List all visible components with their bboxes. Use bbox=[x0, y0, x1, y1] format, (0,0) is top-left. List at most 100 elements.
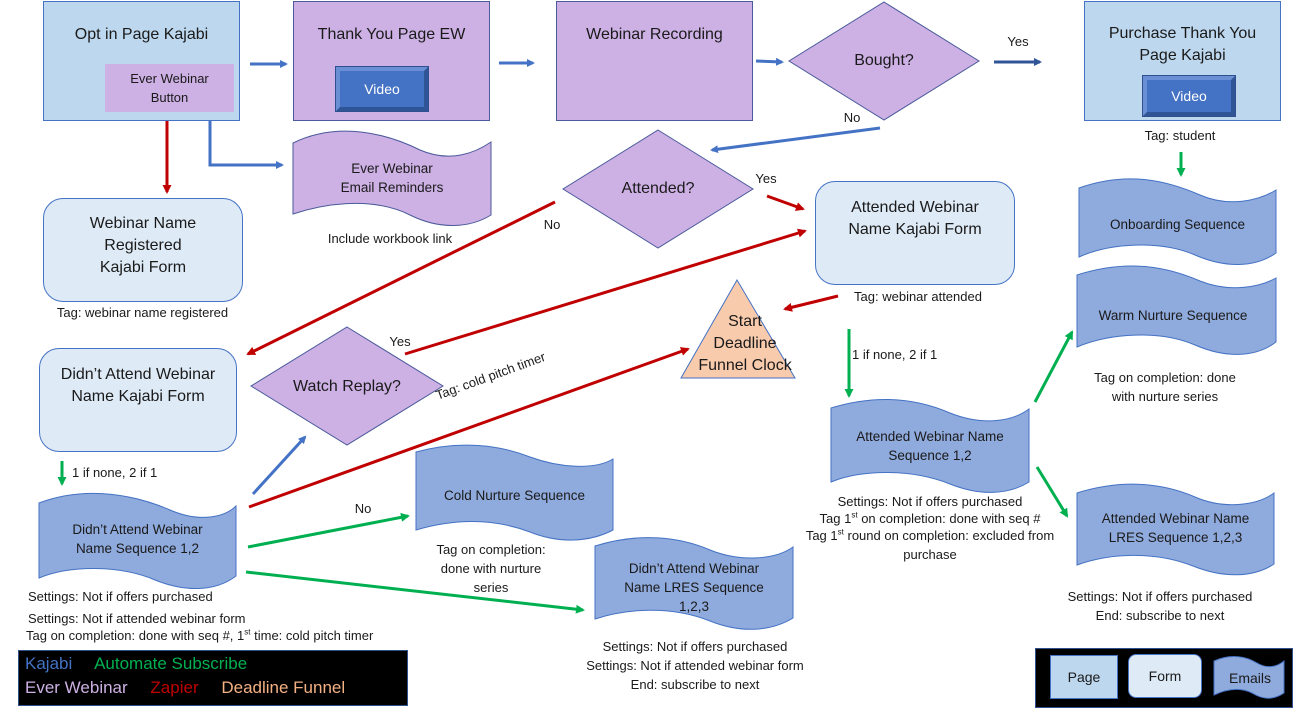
legend-form-shape: Form bbox=[1128, 654, 1202, 698]
deadline-clock-title: Start Deadline Funnel Clock bbox=[698, 313, 792, 374]
didnt-attend-lres-notes: Settings: Not if offers purchased Settin… bbox=[586, 639, 804, 692]
warm-nurture-sequence-shape bbox=[1076, 265, 1277, 355]
attended-tag-2-cont: purchase bbox=[903, 547, 957, 562]
watch-replay-label: Watch Replay? bbox=[293, 378, 401, 395]
attended-label: Attended? bbox=[621, 180, 695, 197]
purchase-thank-you-node[interactable]: Purchase Thank You Page Kajabi Video bbox=[1084, 1, 1281, 121]
attended-settings: Settings: Not if offers purchased bbox=[837, 494, 1023, 509]
legend-row-2: Ever Webinar Zapier Deadline Funnel bbox=[25, 676, 401, 700]
bought-label: Bought? bbox=[854, 52, 914, 69]
bought-yes-label: Yes bbox=[1007, 34, 1029, 49]
didnt-attend-form-node[interactable]: Didn’t Attend Webinar Name Kajabi Form bbox=[39, 348, 237, 452]
didnt-attend-completion-tag: Tag on completion: done with seq #, 1st … bbox=[26, 626, 436, 645]
opt-in-page-node[interactable]: Opt in Page Kajabi Ever Webinar Button bbox=[43, 1, 240, 121]
legend-emails-label: Emails bbox=[1228, 670, 1271, 686]
opt-in-page-title: Opt in Page Kajabi bbox=[74, 26, 209, 43]
replay-no-label: No bbox=[354, 501, 372, 516]
purchase-thank-you-title: Purchase Thank You Page Kajabi bbox=[1108, 25, 1257, 64]
edge-replay-no bbox=[247, 512, 410, 549]
didnt-attend-settings-1: Settings: Not if offers purchased bbox=[28, 589, 213, 604]
legend-automate-subscribe: Automate Subscribe bbox=[94, 654, 248, 673]
registered-tag: Tag: webinar name registered bbox=[56, 305, 229, 320]
legend-row-1: Kajabi Automate Subscribe bbox=[25, 652, 401, 676]
email-reminders-shape bbox=[292, 130, 492, 226]
didnt-attend-lres-shape bbox=[594, 537, 794, 630]
attended-yes-label: Yes bbox=[755, 171, 777, 186]
legend-zapier: Zapier bbox=[150, 678, 199, 697]
didnt-attend-lres-title: Didn’t Attend Webinar Name LRES Sequence… bbox=[624, 560, 764, 614]
edge-attended-form-to-clock bbox=[783, 294, 839, 312]
legend-ever-webinar: Ever Webinar bbox=[25, 678, 128, 697]
edge-bought-no bbox=[710, 126, 881, 154]
workbook-link-note: Include workbook link bbox=[327, 231, 453, 246]
legend-page-shape: Page bbox=[1050, 655, 1118, 699]
edge-seq-to-warm-nurture bbox=[1033, 330, 1074, 403]
webinar-attended-tag: Tag: webinar attended bbox=[854, 289, 982, 304]
edge-attended-yes bbox=[766, 194, 805, 211]
registered-form-node[interactable]: Webinar Name Registered Kajabi Form bbox=[43, 198, 243, 302]
attended-tag-1: Tag 1st on completion: done with seq # bbox=[785, 509, 1075, 528]
cold-nurture-title: Cold Nurture Sequence bbox=[443, 487, 586, 503]
didnt-attend-sequence-title: Didn’t Attend Webinar Name Sequence 1,2 bbox=[72, 522, 203, 556]
didnt-attend-form-title: Didn’t Attend Webinar Name Kajabi Form bbox=[60, 366, 216, 405]
edge-cold-pitch-timer bbox=[248, 347, 690, 509]
cold-nurture-sequence-shape bbox=[415, 444, 614, 541]
tag-prefix: Tag on completion: done with seq #, 1 bbox=[26, 628, 245, 643]
didnt-attend-branch-label: 1 if none, 2 if 1 bbox=[72, 465, 158, 480]
edge-recording-to-bought bbox=[755, 57, 784, 66]
warm-nurture-sequence-title: Warm Nurture Sequence bbox=[1098, 307, 1248, 323]
legend-emails-wave bbox=[1213, 656, 1285, 699]
attended-lres-notes: Settings: Not if offers purchased End: s… bbox=[1067, 589, 1253, 623]
tag2-suffix: round on completion: excluded from bbox=[843, 528, 1055, 543]
tag-suffix: time: cold pitch timer bbox=[250, 628, 374, 643]
webinar-recording-title: Webinar Recording bbox=[586, 26, 723, 43]
edge-attended-no bbox=[246, 200, 556, 356]
ever-webinar-button[interactable]: Ever Webinar Button bbox=[105, 64, 234, 112]
bought-diamond bbox=[788, 1, 980, 121]
student-tag: Tag: student bbox=[1144, 128, 1216, 143]
shape-legend: Page Form Emails bbox=[1035, 648, 1293, 708]
bought-no-label: No bbox=[843, 110, 861, 125]
video-button[interactable]: Video bbox=[336, 67, 428, 111]
tag1-prefix: Tag 1 bbox=[819, 511, 852, 526]
edge-replay-yes bbox=[404, 228, 807, 356]
tool-color-legend: Kajabi Automate Subscribe Ever Webinar Z… bbox=[18, 650, 408, 706]
tag-sup: st bbox=[244, 627, 251, 637]
attended-sequence-title: Attended Webinar Name Sequence 1,2 bbox=[856, 429, 1004, 463]
cold-nurture-note: Tag on completion: done with nurture ser… bbox=[436, 542, 546, 595]
onboarding-sequence-shape bbox=[1078, 178, 1277, 265]
edge-optin-to-reminders bbox=[208, 121, 284, 169]
attended-sequence-shape bbox=[830, 399, 1030, 493]
attended-no-label: No bbox=[543, 217, 561, 232]
didnt-attend-settings-2: Settings: Not if attended webinar form bbox=[28, 611, 246, 626]
attended-diamond bbox=[562, 129, 754, 249]
attended-form-node[interactable]: Attended Webinar Name Kajabi Form bbox=[815, 181, 1015, 285]
didnt-attend-sequence-shape bbox=[38, 492, 237, 589]
replay-yes-label: Yes bbox=[389, 334, 411, 349]
legend-deadline-funnel: Deadline Funnel bbox=[221, 678, 346, 697]
registered-form-title: Webinar Name Registered Kajabi Form bbox=[89, 215, 197, 276]
tag2-sup: st bbox=[837, 527, 844, 537]
edge-seq-to-attended-lres bbox=[1035, 466, 1069, 518]
edge-sequence-to-replay bbox=[251, 435, 307, 496]
watch-replay-diamond bbox=[250, 326, 444, 446]
webinar-recording-node[interactable]: Webinar Recording bbox=[556, 1, 753, 121]
attended-form-title: Attended Webinar Name Kajabi Form bbox=[848, 199, 982, 238]
attended-lres-title: Attended Webinar Name LRES Sequence 1,2,… bbox=[1101, 511, 1250, 545]
attended-tag-2: Tag 1st round on completion: excluded fr… bbox=[780, 526, 1080, 545]
edge-seq-to-lres bbox=[245, 570, 585, 614]
tag2-prefix: Tag 1 bbox=[805, 528, 838, 543]
email-reminders-title: Ever Webinar Email Reminders bbox=[340, 161, 444, 195]
tag1-suffix: on completion: done with seq # bbox=[857, 511, 1041, 526]
tag1-sup: st bbox=[851, 510, 858, 520]
attended-lres-shape bbox=[1076, 483, 1275, 576]
deadline-clock-triangle bbox=[680, 279, 796, 379]
purchase-video-button[interactable]: Video bbox=[1143, 76, 1235, 116]
attended-branch-label: 1 if none, 2 if 1 bbox=[852, 347, 938, 362]
thank-you-page-node[interactable]: Thank You Page EW Video bbox=[293, 1, 490, 121]
legend-kajabi: Kajabi bbox=[25, 654, 73, 673]
thank-you-page-title: Thank You Page EW bbox=[317, 26, 466, 43]
onboarding-sequence-title: Onboarding Sequence bbox=[1109, 216, 1246, 232]
warm-nurture-note: Tag on completion: done with nurture ser… bbox=[1094, 370, 1236, 404]
